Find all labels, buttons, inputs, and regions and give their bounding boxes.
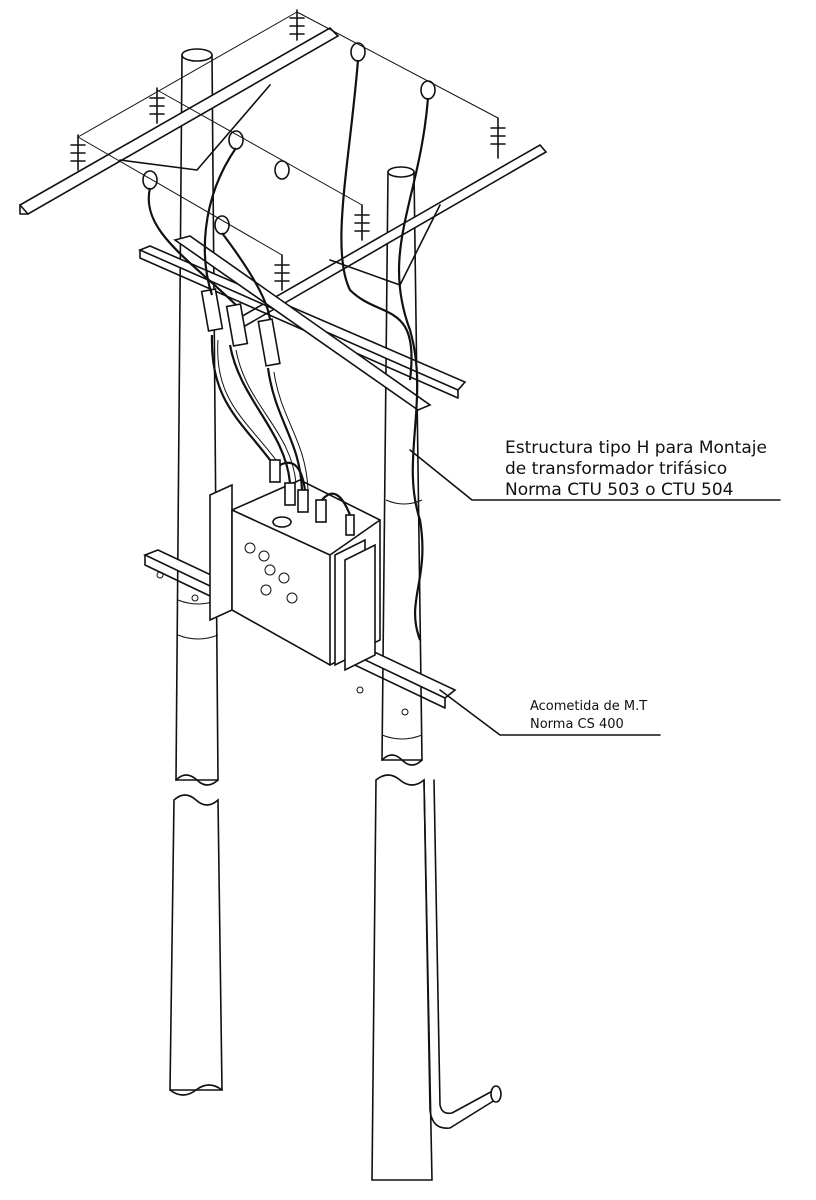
bushings — [269, 459, 355, 536]
pin-insulators — [70, 9, 506, 291]
conductors — [77, 11, 499, 641]
structure-label-line3: Norma CTU 503 o CTU 504 — [505, 480, 734, 500]
feeder-label-line2: Norma CS 400 — [530, 717, 624, 732]
upper-left-crossarm — [18, 27, 340, 216]
structure-label-line1: Estructura tipo H para Montaje — [505, 438, 767, 458]
low-voltage-terminals — [244, 542, 298, 604]
feeder-label: Acometida de M.T Norma CS 400 — [530, 699, 647, 732]
structure-label-line2: de transformador trifásico — [505, 459, 727, 479]
cutout-fuses — [200, 288, 281, 367]
transformer — [209, 459, 381, 672]
platform-beam — [137, 235, 467, 411]
right-pole — [371, 166, 502, 1181]
feeder-leader-line — [439, 689, 661, 736]
structure-leader-line — [409, 449, 781, 501]
feeder-label-line1: Acometida de M.T — [530, 699, 647, 714]
structure-label: Estructura tipo H para Montaje de transf… — [505, 438, 767, 500]
